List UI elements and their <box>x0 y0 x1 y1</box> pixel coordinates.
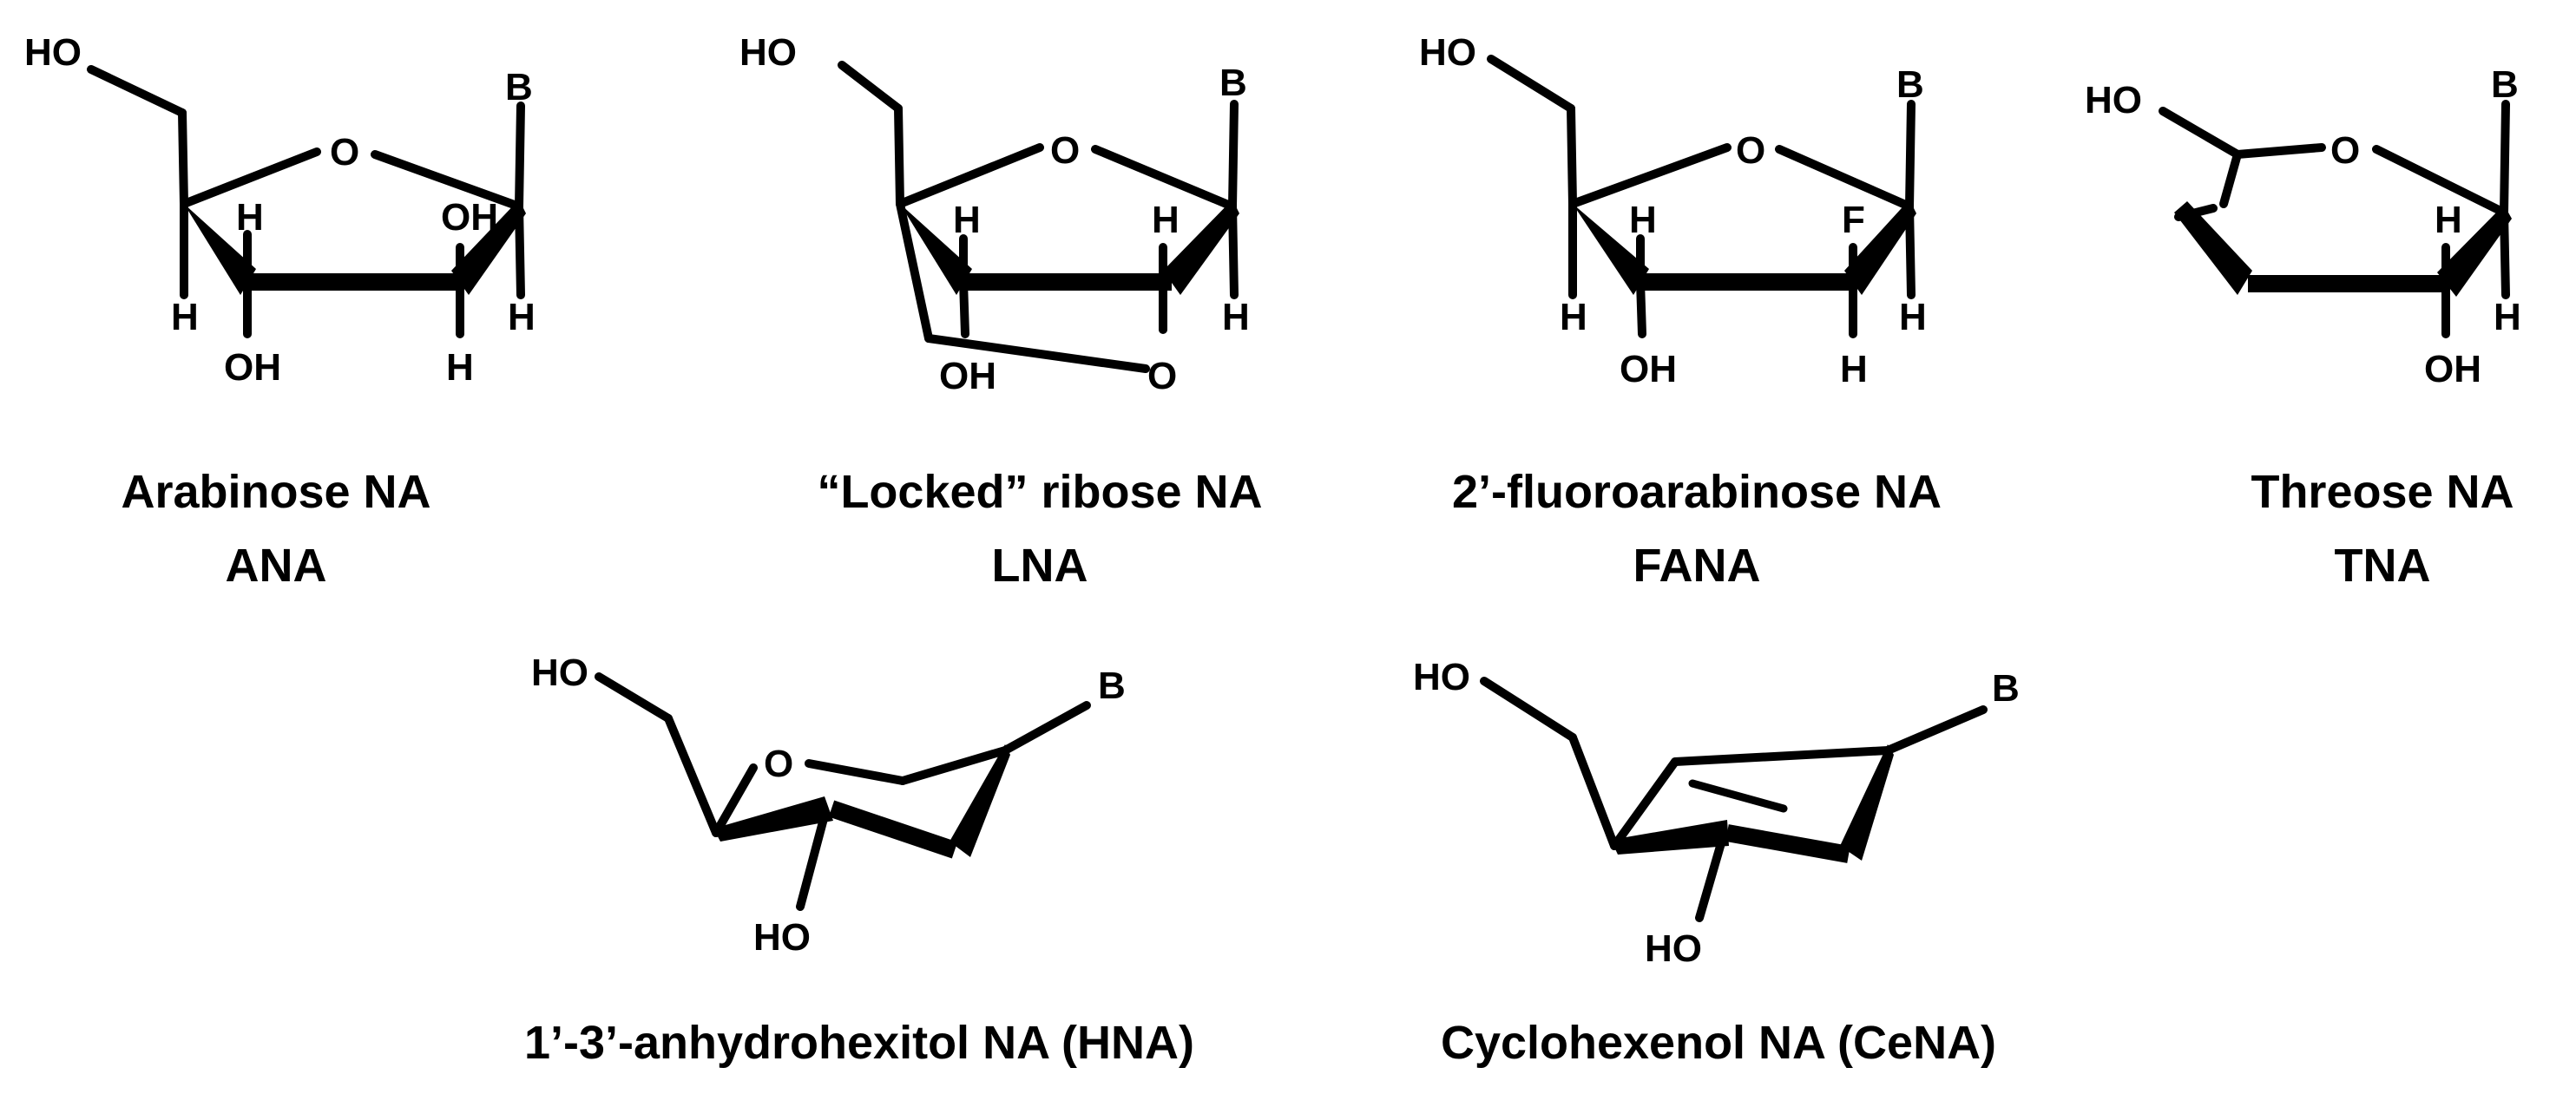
ana-ring-oxygen-label: O <box>330 131 359 174</box>
hna-name: 1’-3’-anhydrohexitol NA (HNA) <box>524 1017 1194 1069</box>
tna-ho-label: HO <box>2085 79 2142 121</box>
fana-structure: HO O B H F H OH H H 2’-fluoroarabinose N… <box>1419 31 1942 592</box>
lna-h-c1-label: H <box>1222 296 1250 338</box>
fana-name: 2’-fluoroarabinose NA <box>1452 466 1942 518</box>
fana-base-label: B <box>1896 63 1924 106</box>
ana-h-c3-up-label: H <box>236 196 264 239</box>
ana-h-c2-down-label: H <box>446 346 474 389</box>
lna-ho-label: HO <box>739 31 797 74</box>
lna-h-c3-label: H <box>953 199 981 241</box>
hna-ho-label: HO <box>531 652 588 694</box>
ana-h-c4-down-label: H <box>171 296 199 338</box>
ana-oh-c3-label: OH <box>224 346 281 389</box>
cena-ho-label: HO <box>1413 656 1470 698</box>
hna-ho-bottom-label: HO <box>753 916 811 959</box>
fana-h-c2-down-label: H <box>1840 348 1868 390</box>
fana-h-c3-up-label: H <box>1629 199 1657 241</box>
tna-abbreviation: TNA <box>2335 540 2431 592</box>
cena-name: Cyclohexenol NA (CeNA) <box>1441 1017 1996 1069</box>
tna-ring-oxygen-label: O <box>2330 129 2360 172</box>
lna-name: “Locked” ribose NA <box>817 466 1262 518</box>
ana-base-label: B <box>505 66 533 108</box>
ana-name: Arabinose NA <box>121 466 430 518</box>
lna-h-c2-label: H <box>1152 199 1180 241</box>
lna-structure: HO O B H H H OH O “Locked” ribose NA LNA <box>739 31 1263 592</box>
tna-h-c2-label: H <box>2435 199 2462 241</box>
tna-oh-c2-label: OH <box>2424 348 2481 390</box>
hna-structure: HO O B HO 1’-3’-anhydrohexitol NA (HNA) <box>524 652 1194 1069</box>
ana-ho-label: HO <box>24 31 82 74</box>
ana-oh-c2-up-label: OH <box>441 196 498 239</box>
fana-h-c4-down-label: H <box>1560 296 1587 338</box>
ana-h-c1-label: H <box>508 296 536 338</box>
fana-h-c1-label: H <box>1899 296 1927 338</box>
tna-structure: HO O B H H OH Threose NA TNA <box>2085 63 2521 592</box>
cena-base-label: B <box>1992 667 2020 710</box>
hna-ring-oxygen-label: O <box>764 743 793 785</box>
tna-h-c1-label: H <box>2494 296 2521 338</box>
fana-oh-c3-label: OH <box>1620 348 1677 390</box>
ana-structure: HO O B H OH H OH H H Arabinose NA ANA <box>24 31 536 592</box>
lna-base-label: B <box>1219 62 1247 104</box>
fana-abbreviation: FANA <box>1633 540 1761 592</box>
tna-base-label: B <box>2491 63 2519 106</box>
lna-bridge-oxygen-label: O <box>1147 355 1177 397</box>
lna-oh-c3-label: OH <box>939 355 996 397</box>
hna-base-label: B <box>1098 665 1126 707</box>
ana-abbreviation: ANA <box>226 540 327 592</box>
cena-ho-bottom-label: HO <box>1645 927 1702 970</box>
fana-ring-oxygen-label: O <box>1736 129 1765 172</box>
cena-structure: HO B HO Cyclohexenol NA (CeNA) <box>1413 656 2020 1069</box>
lna-abbreviation: LNA <box>992 540 1088 592</box>
tna-name: Threose NA <box>2251 466 2514 518</box>
fana-fluorine-label: F <box>1842 199 1865 241</box>
lna-ring-oxygen-label: O <box>1050 129 1080 172</box>
fana-ho-label: HO <box>1419 31 1476 74</box>
